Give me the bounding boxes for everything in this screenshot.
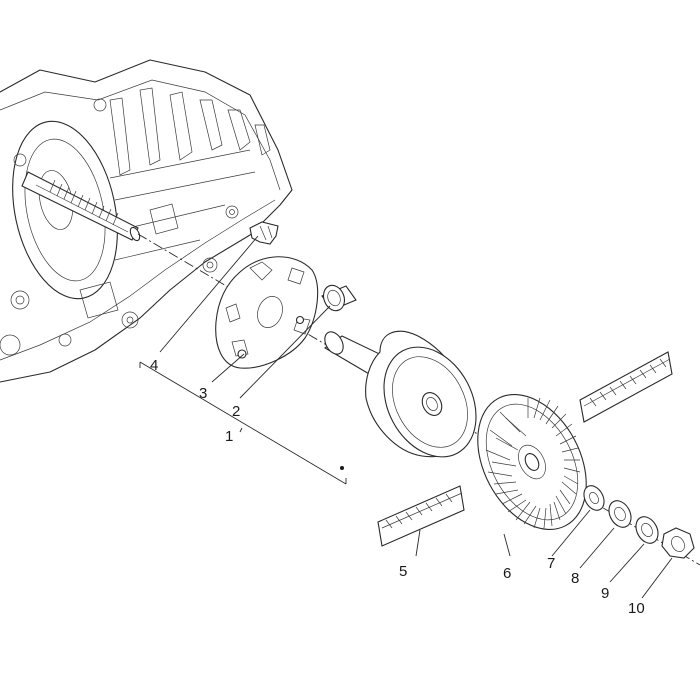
callout-9: 9 [601, 585, 609, 602]
callout-8: 8 [571, 570, 579, 587]
part-5-drive-belt [377, 351, 673, 547]
part-6-fixed-fan-pulley [477, 394, 587, 530]
part-8-washer [608, 500, 632, 528]
callout-2: 2 [232, 403, 240, 420]
callout-4: 4 [150, 357, 158, 374]
leader-lines [139, 235, 673, 599]
callout-6: 6 [503, 565, 511, 582]
callout-5: 5 [399, 563, 407, 580]
part-1-driving-pulley [323, 330, 477, 458]
callout-labels: 4 3 2 1 5 6 7 8 9 10 [150, 357, 645, 617]
callout-3: 3 [199, 385, 207, 402]
callout-10: 10 [628, 600, 645, 617]
crankshaft-splined-end [21, 171, 141, 242]
part-3-ramp-plate [215, 256, 319, 369]
callout-1: 1 [225, 428, 233, 445]
part-7-spacer-washer [583, 485, 605, 511]
part-9-washer [635, 516, 659, 544]
callout-7: 7 [547, 555, 555, 572]
part-4-slider-clip [249, 221, 279, 245]
part-2-bushing [321, 284, 357, 312]
part-10-nut [661, 527, 695, 559]
crankcase-housing [0, 59, 293, 383]
